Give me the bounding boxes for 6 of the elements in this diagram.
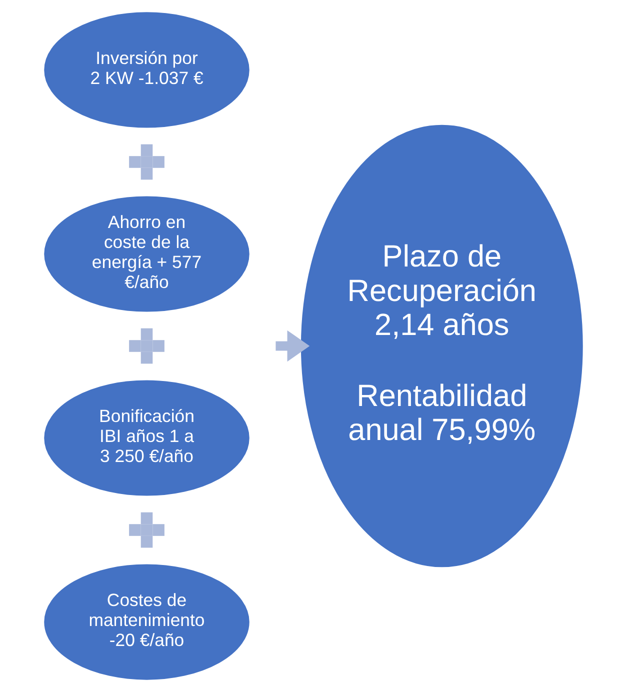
- node-ellipse: Plazo de Recuperación 2,14 años Rentabilidad anual 75,99%: [300, 124, 582, 568]
- arrow: [275, 330, 310, 362]
- node-ellipse: Bonificación IBI años 1 a 3 250 €/año: [44, 380, 249, 496]
- node-ellipse: Ahorro en coste de la energía + 577 €/año: [44, 196, 249, 312]
- node-ellipse: Costes de mantenimiento -20 €/año: [44, 564, 249, 680]
- node-ellipse: Inversión por 2 KW -1.037 €: [44, 12, 249, 128]
